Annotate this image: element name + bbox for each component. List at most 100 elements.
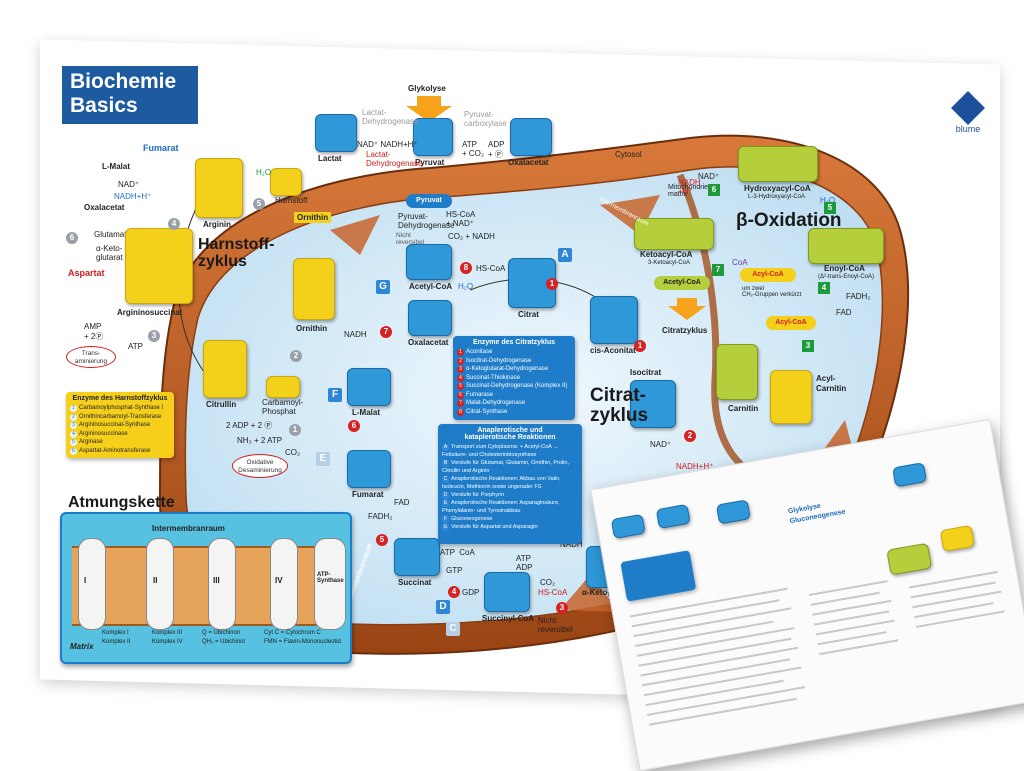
lactat-label: Lactat <box>318 154 342 163</box>
anaplerotic-text: Anaplerotische Reaktionen: Abbau von Val… <box>442 476 561 490</box>
pyruvat-label: Pyruvat <box>415 158 445 167</box>
urea-step-2: 2 <box>290 350 302 362</box>
beta-oxidation-title: β-Oxidation <box>736 210 842 231</box>
enoyl-sub-label: (Δ²-trans-Enoyl-CoA) <box>818 274 875 280</box>
reaction-d-badge: D <box>436 600 450 614</box>
anaplerotic-text: Anaplerotische Reaktionen: Asparaginsäur… <box>442 500 560 514</box>
citratzyklus-arrow <box>668 298 706 320</box>
anaplerotic-text: Vorstufe für Glutamat, Glutamin, Ornithi… <box>442 460 569 474</box>
acyl-carnitin-molecule <box>770 370 812 424</box>
inner-membrane-band <box>72 546 338 626</box>
matrix-resp-label: Matrix <box>70 642 94 651</box>
cis-aconitat-molecule <box>590 296 638 344</box>
atp-adp-label: ATP ADP <box>516 554 533 572</box>
acetyl-coa-molecule <box>406 244 452 280</box>
atmungskette-title: Atmungskette <box>68 494 175 511</box>
hs-coa-kg-label: HS-CoA <box>538 588 568 597</box>
reaction-f-badge: F <box>328 388 342 402</box>
citric-step-2: 2 <box>684 430 696 442</box>
enzyme-number-badge: 4 <box>70 430 77 438</box>
h2o-citrat-label: H₂O <box>458 282 474 291</box>
citric-step-3: 3 <box>556 602 568 614</box>
enzyme-number-badge: 2 <box>457 357 464 365</box>
urea-enzymes-title: Enzyme des Harnstoffzyklus <box>72 395 168 402</box>
atp-synthase-label: ATP- Synthase <box>317 572 344 584</box>
anaplerotic-text: Transport zum Cytoplasma: + Acetyl-CoA →… <box>442 444 559 458</box>
resp-intermembran-label: Intermembranraum <box>152 524 225 533</box>
cytosol-label: Cytosol <box>615 150 642 159</box>
atp-urea-label: ATP <box>128 342 143 351</box>
cis-aconitat-label: cis-Aconitat <box>590 346 636 355</box>
reaction-e-badge: E <box>316 452 330 466</box>
atp-co2-label: ATP + CO₂ <box>462 140 484 158</box>
reaction-key-badge: B <box>442 460 449 467</box>
complex-i-shape <box>78 538 106 630</box>
enzyme-number-badge: 4 <box>457 374 464 382</box>
oxalacetat-cytosol-label: Oxalacetat <box>508 158 549 167</box>
handout-molecule <box>610 513 646 540</box>
citric-enzymes-title: Enzyme des Citratzyklus <box>472 339 556 346</box>
gdp-label: GDP <box>462 588 480 597</box>
enzyme-number-badge: 1 <box>457 349 464 356</box>
oxalacetat-citric-label: Oxalacetat <box>408 338 449 347</box>
urea-step-6: 6 <box>66 232 78 244</box>
arginin-molecule <box>195 158 243 218</box>
acyl-coa-pill: Acyl-CoA <box>740 268 796 282</box>
complex-ii-shape <box>146 538 174 630</box>
isocitrat-label: Isocitrat <box>630 368 662 377</box>
legend-item: Q = Ubichinon <box>202 630 241 636</box>
adp-line-label: 2 ADP + 2 Ⓟ <box>226 421 273 430</box>
urea-step-3: 3 <box>148 330 160 342</box>
beta-step-7: 7 <box>712 264 724 276</box>
citric-enzyme-text: Citrat-Synthase <box>466 408 508 415</box>
co2-kg-label: CO₂ <box>540 578 556 587</box>
ornithin-molecule <box>293 258 335 320</box>
pyruvat-molecule <box>413 118 453 156</box>
citratzyklus-title: Citrat- zyklus <box>590 385 649 426</box>
acetyl-coa-beta-pill: Acetyl-CoA <box>654 276 710 290</box>
co2-urea-label: CO₂ <box>285 448 301 457</box>
fadh2-beta-label: FADH₂ <box>846 292 871 301</box>
beta-step-3: 3 <box>802 340 814 352</box>
citric-enzyme-text: Fumarase <box>466 391 494 398</box>
anaplerotic-text: Vorstufe für Porphyrin <box>451 492 505 498</box>
lactat-molecule <box>315 114 357 152</box>
citratzyklus-beta-label: Citratzyklus <box>662 326 708 335</box>
acyl-coa-2-pill: Acyl-CoA <box>766 316 816 330</box>
hydroxyacyl-sub-label: L-3-Hydroxyacyl-CoA <box>748 194 806 200</box>
crista-fold <box>330 215 380 255</box>
arginin-label: Arginin <box>203 220 231 229</box>
complex-ii-label: II <box>153 576 158 585</box>
complex-iii-label: III <box>213 576 220 585</box>
urea-enzyme-text: Carbamoylphosphat-Synthase I <box>79 405 164 411</box>
ornithin-transport-label: Ornithin <box>294 212 332 223</box>
handout-text-line <box>908 570 998 589</box>
complex-i-label: I <box>84 576 87 585</box>
citric-enzyme-text: Succinat-Dehydrogenase (Komplex II) <box>466 383 568 389</box>
ldh-bottom-label: Lactat- Dehydrogenase <box>366 150 423 168</box>
reaction-key-badge: F <box>442 516 449 523</box>
harnstoff-label: Harnstoff <box>275 196 308 205</box>
citric-enzyme-text: Aconitase <box>466 349 493 355</box>
oxidative-desaminierung-note: Oxidative Desaminierung <box>232 454 288 478</box>
nh3-line-label: NH₃ + 2 ATP <box>237 436 283 445</box>
nad-beta-label: NAD⁺ <box>698 172 720 181</box>
reaction-key-badge: C <box>442 476 449 483</box>
urea-step-1: 1 <box>289 424 301 436</box>
pdh-label: Pyruvat- Dehydrogenase <box>398 212 455 230</box>
adp-p-label: ADP + Ⓟ <box>488 140 505 159</box>
l-malat-urea-label: L-Malat <box>102 162 130 171</box>
title-line-1: Biochemie <box>70 70 177 93</box>
enzyme-number-badge: 5 <box>70 439 77 446</box>
